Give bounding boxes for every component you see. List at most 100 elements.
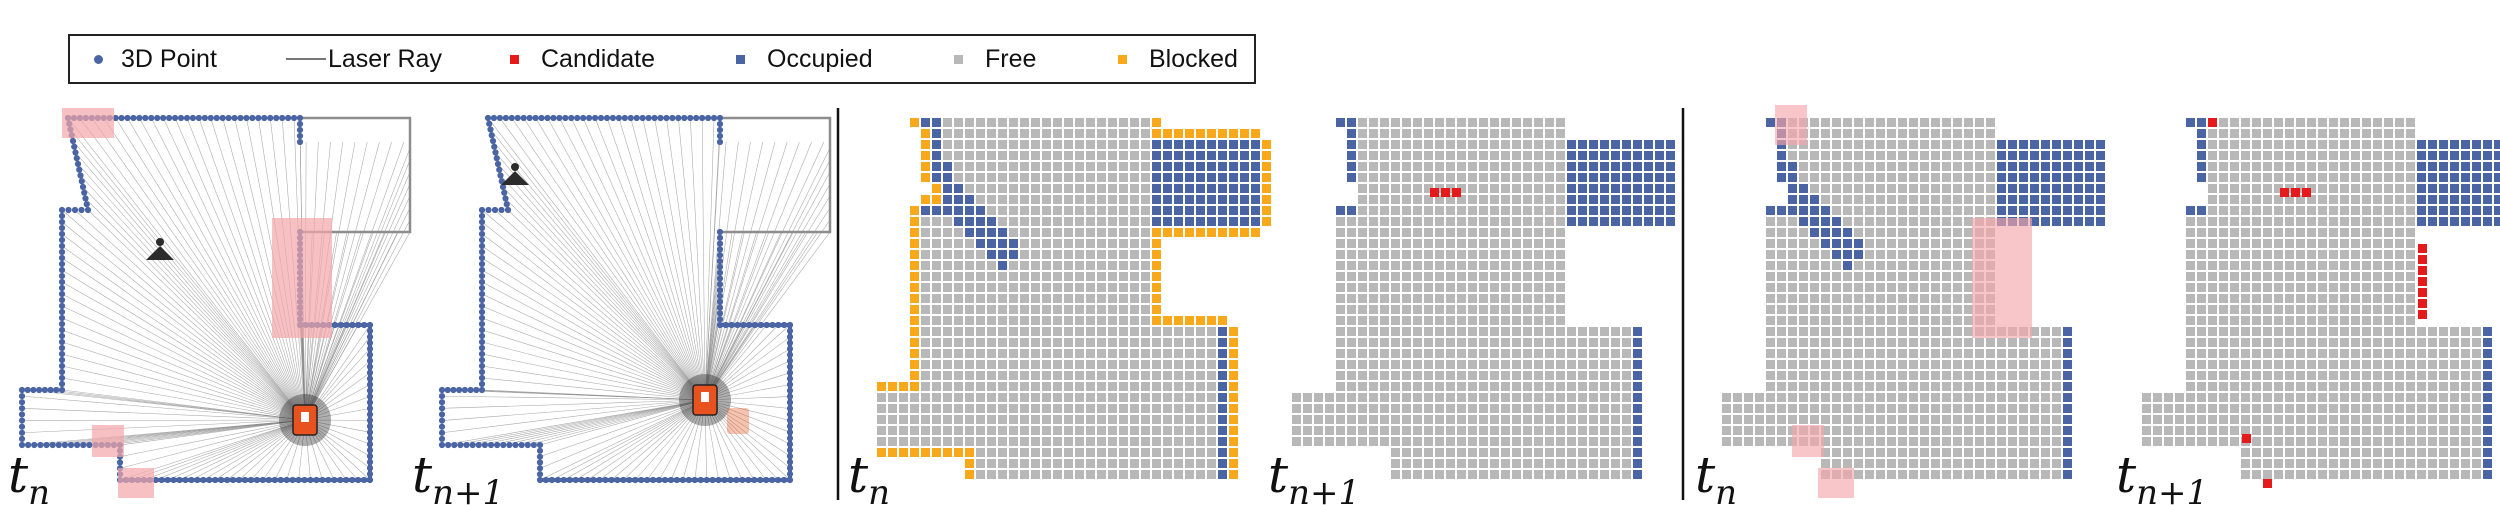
blocked-cell [921,140,930,149]
free-cell [1501,360,1510,369]
free-cell [2450,426,2459,435]
free-cell [1854,283,1863,292]
panel-label-base: t [1695,446,1716,504]
free-cell [1053,239,1062,248]
free-cell [2417,349,2426,358]
point-3d [18,405,26,412]
free-cell [1380,129,1389,138]
candidate-cell [2418,310,2427,319]
free-cell [1380,437,1389,446]
occupied-cell [2041,217,2050,226]
free-cell [1556,305,1565,314]
occupied-cell [2063,437,2072,446]
free-cell [2285,294,2294,303]
free-cell [2041,349,2050,358]
blocked-cell [921,173,930,182]
free-cell [2274,371,2283,380]
free-cell [1108,305,1117,314]
free-cell [2461,382,2470,391]
free-cell [2285,371,2294,380]
free-cell [1468,459,1477,468]
occupied-cell [2096,162,2105,171]
free-cell [1843,360,1852,369]
free-cell [2197,426,2206,435]
free-cell [1064,470,1073,479]
occupied-cell [1622,217,1631,226]
free-cell [987,448,996,457]
free-cell [1512,151,1521,160]
free-cell [1446,162,1455,171]
free-cell [1031,261,1040,270]
free-cell [1446,239,1455,248]
point-3d [716,138,724,146]
occupied-cell [932,118,941,127]
occupied-cell [1218,327,1227,336]
free-cell [1942,360,1951,369]
free-cell [1064,228,1073,237]
free-cell [2252,393,2261,402]
free-cell [2186,371,2195,380]
free-cell [2252,250,2261,259]
free-cell [1611,371,1620,380]
free-cell [1413,228,1422,237]
free-cell [1108,184,1117,193]
free-cell [954,426,963,435]
free-cell [1512,415,1521,424]
free-cell [1413,415,1422,424]
free-cell [1622,448,1631,457]
free-cell [1821,261,1830,270]
free-cell [2219,360,2228,369]
free-cell [1053,327,1062,336]
laser-ray [535,117,706,401]
free-cell [1020,283,1029,292]
free-cell [1020,173,1029,182]
free-cell [1042,283,1051,292]
free-cell [1975,184,1984,193]
legend-label-free: Free [985,44,1037,73]
free-cell [1009,206,1018,215]
free-cell [1854,415,1863,424]
free-cell [1821,371,1830,380]
point-3d [243,114,250,122]
free-cell [2307,437,2316,446]
free-cell [1064,294,1073,303]
free-cell [1435,294,1444,303]
free-cell [1534,129,1543,138]
free-cell [1931,459,1940,468]
occupied-cell [2030,162,2039,171]
free-cell [2008,382,2017,391]
blocked-cell [877,382,886,391]
laser-ray [654,117,706,401]
laser-ray [61,209,306,421]
laser-ray [642,117,706,401]
free-cell [2296,151,2305,160]
point-3d [237,114,244,122]
free-cell [1402,426,1411,435]
free-cell [1490,338,1499,347]
free-cell [1042,140,1051,149]
free-cell [2307,129,2316,138]
blocked-cell [1229,470,1238,479]
free-cell [976,393,985,402]
free-cell [1611,415,1620,424]
free-cell [1964,162,1973,171]
free-cell [1424,338,1433,347]
laser-ray [594,117,706,401]
free-cell [2241,250,2250,259]
free-cell [1009,437,1018,446]
occupied-cell [1600,140,1609,149]
free-cell [1854,162,1863,171]
free-cell [1380,338,1389,347]
laser-ray [678,117,706,401]
free-cell [1490,349,1499,358]
free-cell [1997,382,2006,391]
free-cell [987,360,996,369]
free-cell [2274,283,2283,292]
free-cell [1523,283,1532,292]
laser-ray [441,399,706,434]
free-cell [1424,184,1433,193]
free-cell [1369,118,1378,127]
free-cell [1953,294,1962,303]
occupied-cell [1611,140,1620,149]
blocked-cell [921,151,930,160]
